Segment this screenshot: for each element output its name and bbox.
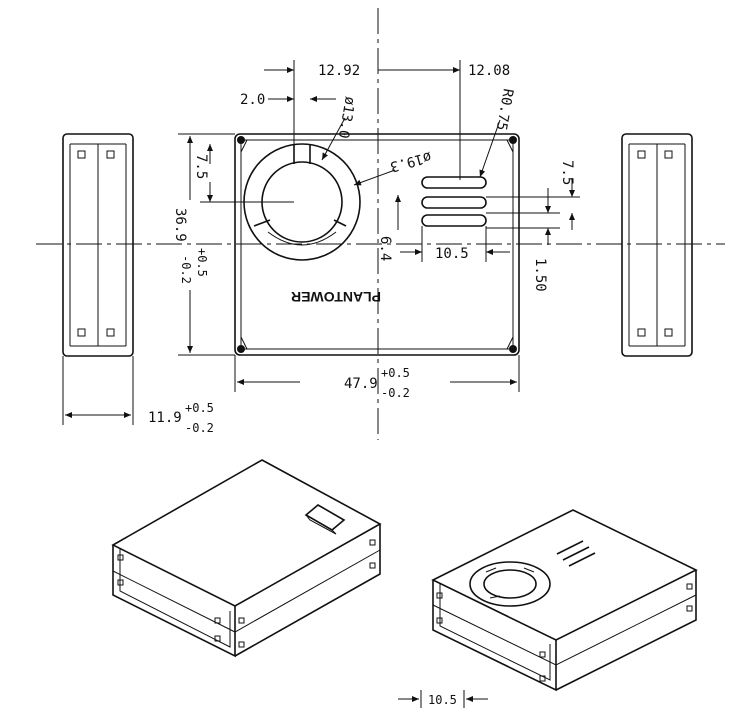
brand-text: PLANTOWER bbox=[291, 289, 381, 305]
dim-height: 36.9 bbox=[172, 208, 188, 242]
dim-radius: R0.75 bbox=[493, 87, 516, 131]
dim-inner-dia: ø13.0 bbox=[335, 95, 358, 139]
dim-bottom-len: 10.5 bbox=[428, 693, 457, 707]
dim-width: 47.9 bbox=[344, 376, 378, 392]
dim-fan-offset: 12.92 bbox=[318, 63, 360, 79]
dim-height-tol-plus: +0.5 bbox=[195, 248, 209, 277]
dim-depth: 11.9 bbox=[148, 410, 182, 426]
dim-slot-pitch: 1.50 bbox=[532, 258, 548, 292]
dim-width-tol-minus: -0.2 bbox=[381, 386, 410, 400]
dim-left-vert: 7.5 bbox=[193, 154, 209, 179]
dim-width-tol-plus: +0.5 bbox=[381, 366, 410, 380]
dim-slot-len: 10.5 bbox=[435, 246, 469, 262]
dim-height-tol-minus: -0.2 bbox=[179, 255, 193, 284]
isometric-view-left bbox=[111, 459, 382, 658]
dim-slot-spacing: 6.4 bbox=[377, 236, 393, 261]
dim-gap: 2.0 bbox=[240, 92, 265, 108]
front-view bbox=[234, 133, 520, 356]
dim-depth-tol-plus: +0.5 bbox=[185, 401, 214, 415]
left-side-view bbox=[62, 133, 134, 357]
dimension-lines bbox=[62, 60, 580, 708]
isometric-view-right bbox=[431, 509, 698, 692]
center-lines bbox=[36, 8, 725, 440]
dim-outer-dia: ø19.3 bbox=[388, 148, 433, 174]
vent-slots bbox=[421, 176, 487, 227]
dimension-texts: 12.92 12.08 2.0 ø13.0 ø19.3 R0.75 7.5 7.… bbox=[148, 63, 575, 707]
right-side-view bbox=[621, 133, 693, 357]
dim-depth-tol-minus: -0.2 bbox=[185, 421, 214, 435]
dim-right-vert: 7.5 bbox=[559, 160, 575, 185]
dim-slot-offset: 12.08 bbox=[468, 63, 510, 79]
